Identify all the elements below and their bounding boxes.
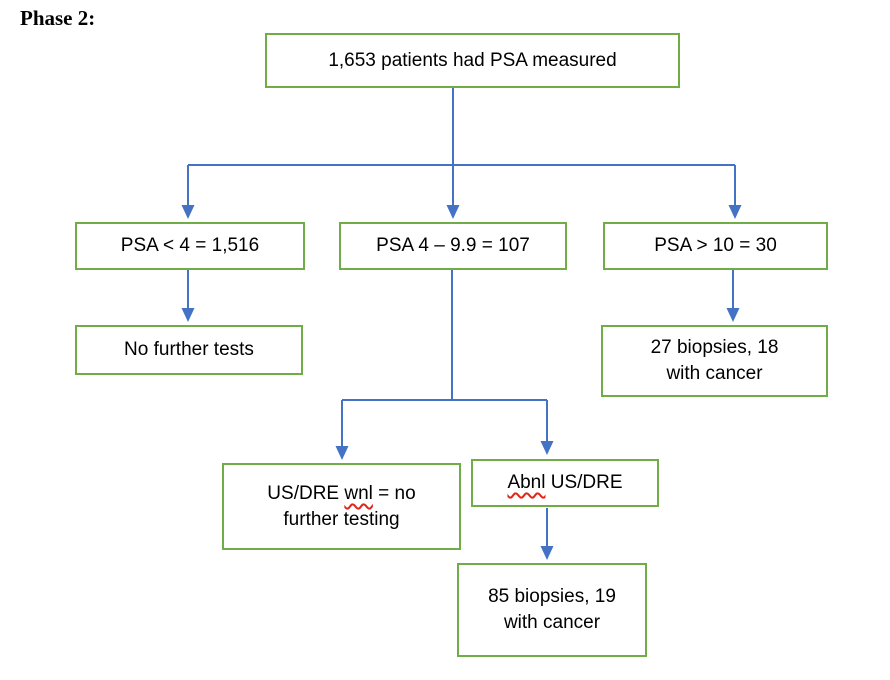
node-label-line1: 27 biopsies, 18 bbox=[650, 337, 779, 359]
node-label: PSA < 4 = 1,516 bbox=[120, 235, 260, 257]
node-label: PSA 4 – 9.9 = 107 bbox=[376, 235, 530, 257]
node-label-line2: further testing bbox=[283, 508, 400, 530]
label-segment: = no bbox=[372, 482, 416, 504]
node-label: PSA > 10 = 30 bbox=[654, 235, 777, 257]
node-85-biopsies: 85 biopsies, 19 with cancer bbox=[457, 563, 647, 657]
node-label-line2: with cancer bbox=[503, 612, 601, 633]
node-abnl-usdre: Abnl US/DRE bbox=[471, 459, 659, 507]
node-psa-lt-4: PSA < 4 = 1,516 bbox=[75, 222, 305, 270]
misspelled-word: wnl bbox=[344, 482, 373, 504]
node-label-line1: 85 biopsies, 19 bbox=[488, 586, 616, 608]
node-label-line2: with cancer bbox=[666, 363, 763, 384]
node-psa-4-to-9-9: PSA 4 – 9.9 = 107 bbox=[339, 222, 567, 270]
node-label: No further tests bbox=[124, 339, 254, 361]
label-segment: US/DRE bbox=[267, 482, 345, 504]
node-label: Abnl US/DRE bbox=[507, 470, 622, 496]
node-psa-gt-10: PSA > 10 = 30 bbox=[603, 222, 828, 270]
node-label: 1,653 patients had PSA measured bbox=[328, 49, 617, 71]
page-title: Phase 2: bbox=[20, 6, 96, 30]
node-no-further-tests: No further tests bbox=[75, 325, 303, 375]
node-usdre-wnl: US/DRE wnl = no further testing bbox=[222, 463, 461, 550]
node-27-biopsies: 27 biopsies, 18 with cancer bbox=[601, 325, 828, 397]
node-patients-psa-measured: 1,653 patients had PSA measured bbox=[265, 33, 680, 88]
node-label-line1: US/DRE wnl = no bbox=[267, 481, 415, 507]
misspelled-word: Abnl bbox=[507, 472, 546, 494]
label-segment: US/DRE bbox=[545, 472, 623, 494]
